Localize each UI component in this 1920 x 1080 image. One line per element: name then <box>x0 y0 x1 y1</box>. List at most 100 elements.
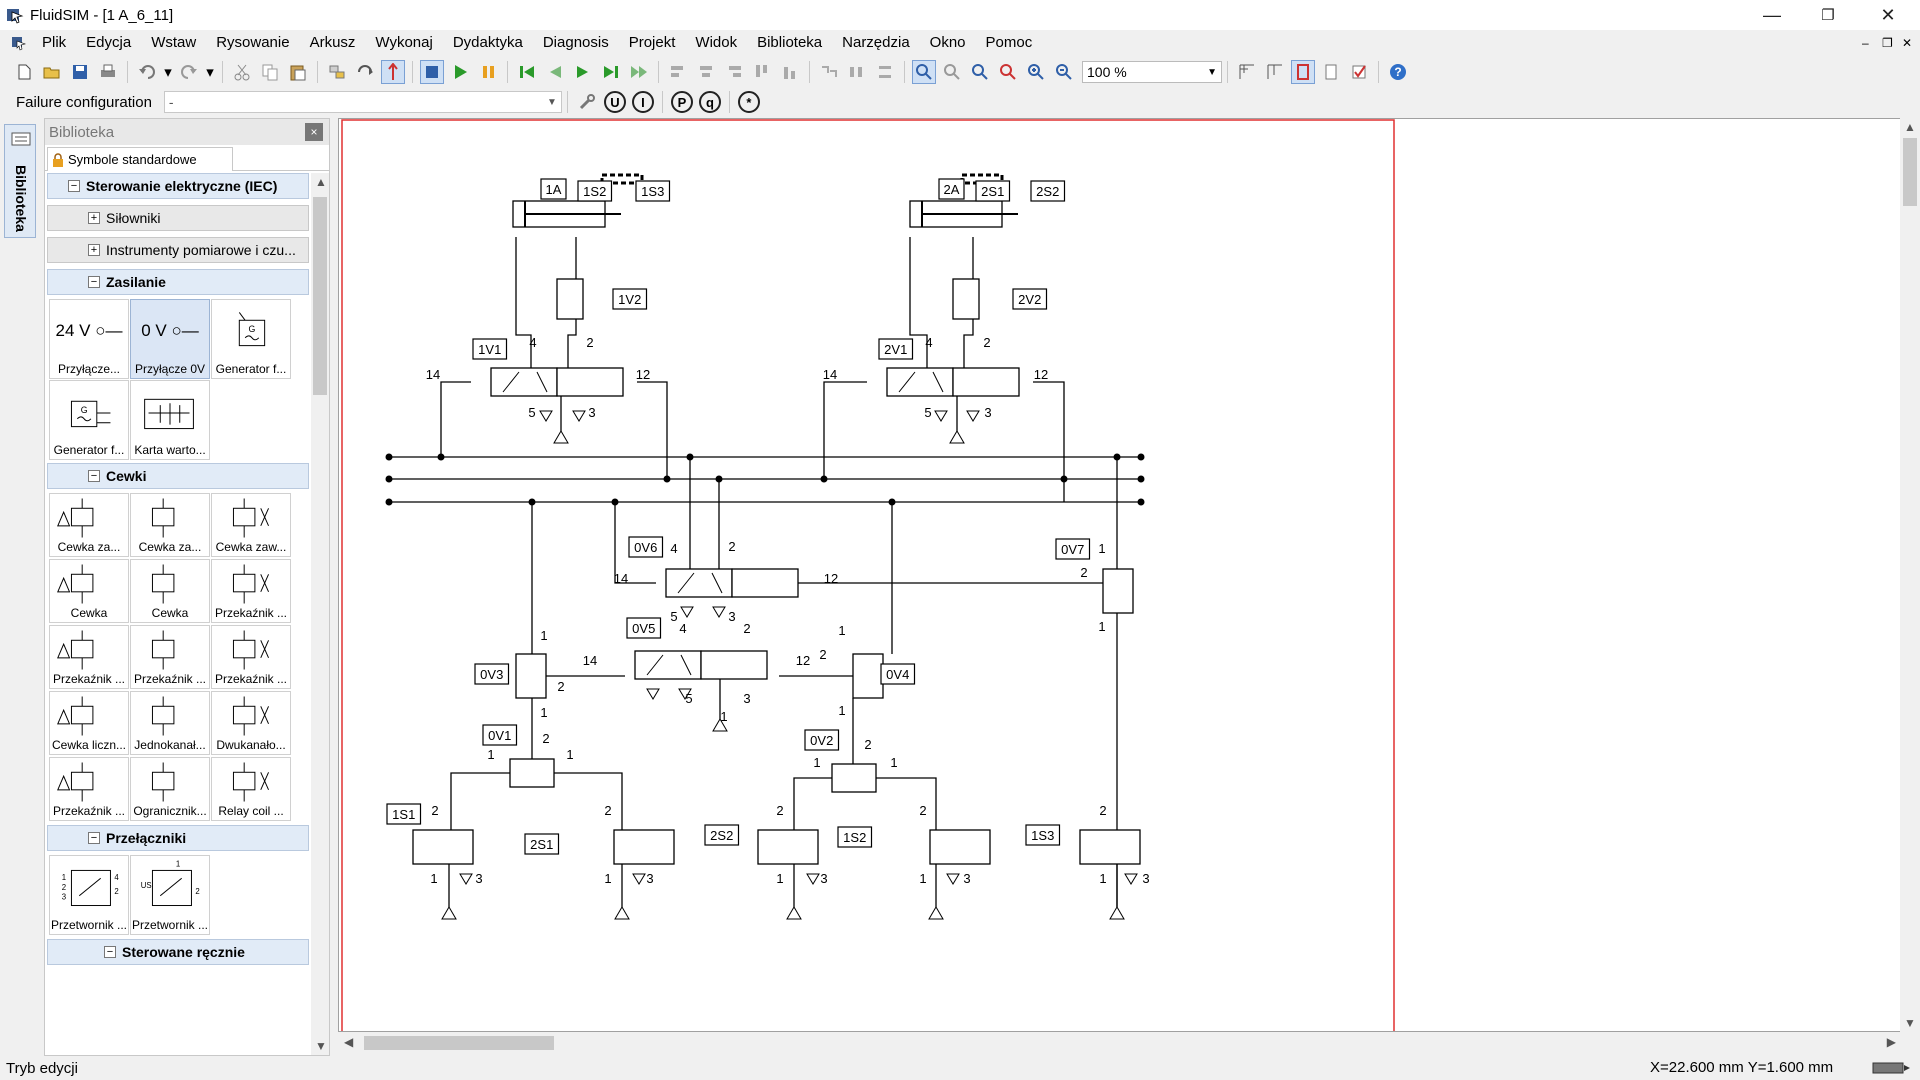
tile-coil-14[interactable]: Ogranicznik... <box>130 757 210 821</box>
edit-mode-icon[interactable] <box>381 60 405 84</box>
menu-wstaw[interactable]: Wstaw <box>151 34 197 51</box>
collapse-icon[interactable]: − <box>68 180 80 192</box>
expand-icon[interactable]: + <box>88 244 100 256</box>
valve-2s1[interactable] <box>613 829 675 865</box>
valve-0v1[interactable] <box>509 758 555 788</box>
menu-pomoc[interactable]: Pomoc <box>985 34 1033 51</box>
measure-current-button[interactable]: I <box>631 91 654 113</box>
minimize-button[interactable]: — <box>1763 4 1781 25</box>
scroll-down-icon[interactable]: ▼ <box>1904 1016 1916 1030</box>
zoom-out-icon[interactable] <box>1052 60 1076 84</box>
measure-state-button[interactable]: * <box>737 91 760 113</box>
valve-1s3[interactable] <box>1079 829 1141 865</box>
library-close-button[interactable]: × <box>305 123 323 141</box>
library-side-tab[interactable]: Biblioteka <box>0 118 40 238</box>
label-s2s1[interactable]: 2S1 <box>524 833 560 855</box>
valve-0v4[interactable] <box>852 653 884 699</box>
tile-coil-6[interactable]: Przekaźnik ... <box>211 559 291 623</box>
chevron-down-icon[interactable]: ▼ <box>1207 66 1217 78</box>
menu-dydaktyka[interactable]: Dydaktyka <box>452 34 523 51</box>
label-c1s2_top[interactable]: 1S2 <box>577 180 613 202</box>
valve-1v1-right[interactable] <box>556 367 624 397</box>
step-end-icon[interactable] <box>599 60 623 84</box>
tile-coil-11[interactable]: Jednokanał... <box>130 691 210 755</box>
zoom-area-icon[interactable] <box>996 60 1020 84</box>
tile-function-generator-2[interactable]: G Generator f... <box>49 380 129 460</box>
scroll-up-icon[interactable]: ▲ <box>315 175 327 189</box>
expand-icon[interactable]: + <box>88 212 100 224</box>
wrench-icon[interactable] <box>575 90 599 114</box>
tile-coil-4[interactable]: Cewka <box>49 559 129 623</box>
fast-forward-icon[interactable] <box>627 60 651 84</box>
group-przelaczniki[interactable]: − Przełączniki <box>47 825 309 851</box>
tile-coil-15[interactable]: Relay coil ... <box>211 757 291 821</box>
copy-icon[interactable] <box>258 60 282 84</box>
align-right-icon[interactable] <box>722 60 746 84</box>
fluidsim-app-icon[interactable] <box>6 6 24 24</box>
measure-pressure-button[interactable]: P <box>670 91 693 113</box>
label-v0v6[interactable]: 0V6 <box>628 536 664 558</box>
tile-coil-12[interactable]: Dwukanało... <box>211 691 291 755</box>
reset-icon[interactable] <box>515 60 539 84</box>
align-left-icon[interactable] <box>666 60 690 84</box>
library-scroll-thumb[interactable] <box>313 197 327 395</box>
collapse-icon[interactable]: − <box>88 276 100 288</box>
zoom-in-icon[interactable] <box>1024 60 1048 84</box>
chevron-down-icon[interactable]: ▼ <box>547 96 557 108</box>
menu-diagnosis[interactable]: Diagnosis <box>542 34 609 51</box>
valve-2s2[interactable] <box>757 829 819 865</box>
valve-0v3[interactable] <box>515 653 547 699</box>
label-v0v4[interactable]: 0V4 <box>880 663 916 685</box>
mdi-close-button[interactable]: ✕ <box>1902 36 1913 50</box>
valve-0v6-right[interactable] <box>731 568 799 598</box>
align-center-icon[interactable] <box>694 60 718 84</box>
tab-standard-symbols[interactable]: Symbole standardowe <box>47 147 233 171</box>
scroll-down-icon[interactable]: ▼ <box>315 1039 327 1053</box>
distribute-icon[interactable] <box>817 60 841 84</box>
valve-1s2[interactable] <box>929 829 991 865</box>
collapse-icon[interactable]: − <box>104 946 116 958</box>
measure-flow-button[interactable]: q <box>698 91 721 113</box>
undo-icon[interactable] <box>135 60 159 84</box>
group-sterowane[interactable]: − Sterowane ręcznie <box>47 939 309 965</box>
group-cewki[interactable]: − Cewki <box>47 463 309 489</box>
scroll-right-icon[interactable]: ▶ <box>1886 1035 1896 1049</box>
tile-coil-9[interactable]: Przekaźnik ... <box>211 625 291 689</box>
failure-config-select[interactable]: - ▼ <box>163 91 562 113</box>
step-back-icon[interactable] <box>543 60 567 84</box>
play-icon[interactable] <box>448 60 472 84</box>
menu-wykonaj[interactable]: Wykonaj <box>375 34 433 51</box>
tile-coil-1[interactable]: Cewka za... <box>49 493 129 557</box>
document-icon[interactable] <box>6 31 30 55</box>
close-button[interactable]: ✕ <box>1880 4 1896 25</box>
valve-2v1[interactable] <box>886 367 954 397</box>
menu-narzedzia[interactable]: Narzędzia <box>842 34 910 51</box>
restore-button[interactable]: ❐ <box>1821 7 1835 24</box>
canvas-hscroll-thumb[interactable] <box>364 1036 554 1050</box>
valve-1v1[interactable] <box>490 367 558 397</box>
group-sterowanie[interactable]: − Sterowanie elektryczne (IEC) <box>47 173 309 199</box>
align-bottom-icon[interactable] <box>778 60 802 84</box>
group-zasilanie[interactable]: − Zasilanie <box>47 269 309 295</box>
cut-icon[interactable] <box>230 60 254 84</box>
undo-dropdown-icon[interactable]: ▾ <box>164 64 172 81</box>
zoom-page-icon[interactable] <box>968 60 992 84</box>
label-s2s2[interactable]: 2S2 <box>704 824 740 846</box>
label-s1s2[interactable]: 1S2 <box>837 826 873 848</box>
label-v1v2[interactable]: 1V2 <box>612 288 648 310</box>
distribute-v-icon[interactable] <box>873 60 897 84</box>
scroll-up-icon[interactable]: ▲ <box>1904 120 1916 134</box>
label-s1s3[interactable]: 1S3 <box>1025 824 1061 846</box>
page-icon[interactable] <box>1319 60 1343 84</box>
library-scrollbar[interactable]: ▲ ▼ <box>311 173 329 1055</box>
redo-icon[interactable] <box>177 60 201 84</box>
align-top-icon[interactable] <box>750 60 774 84</box>
label-v1v1[interactable]: 1V1 <box>472 338 508 360</box>
canvas-vscrollbar[interactable]: ▲ ▼ <box>1900 118 1920 1032</box>
valve-2v1-right[interactable] <box>952 367 1020 397</box>
canvas-vscroll-thumb[interactable] <box>1903 138 1917 206</box>
page-border-icon[interactable] <box>1291 60 1315 84</box>
tile-value-card[interactable]: Karta warto... <box>130 380 210 460</box>
tile-coil-3[interactable]: Cewka zaw... <box>211 493 291 557</box>
